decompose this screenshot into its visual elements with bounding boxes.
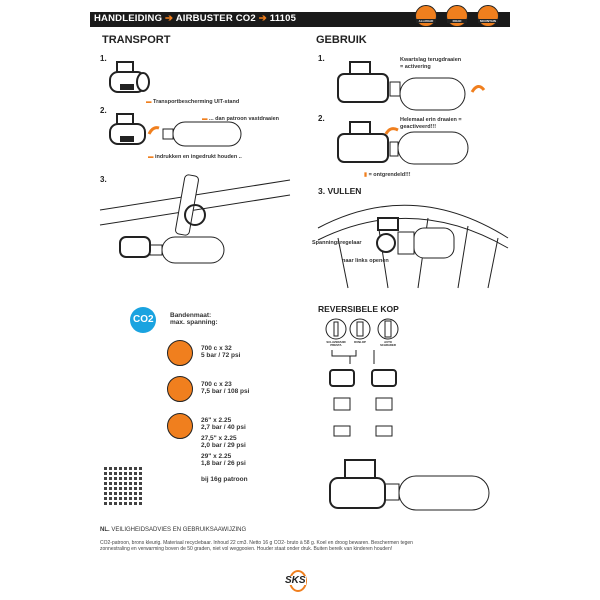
road-icon <box>167 376 193 402</box>
mountain-icon <box>167 413 193 439</box>
qr-code[interactable] <box>104 465 144 505</box>
cartridge-note: bij 16g patroon <box>201 476 248 483</box>
step-number: 1. <box>100 54 107 63</box>
note: ▬ ... dan patroon vastdraaien <box>202 116 280 122</box>
spec-heading: Bandenmaat:max. spanning: <box>170 312 218 326</box>
transport-title: TRANSPORT <box>102 34 171 46</box>
co2-logo-icon: CO2 <box>130 307 156 333</box>
badge-allroad-icon: ALLROAD <box>415 5 437 27</box>
reversible-head-illustration <box>329 350 490 511</box>
step-number: 2. <box>318 114 325 123</box>
badge-road-icon: ROAD <box>446 5 468 27</box>
note: naar links openen <box>342 258 389 264</box>
note: Kwartslag terugdraaien= activering <box>400 57 462 70</box>
wheel-fill-illustration <box>317 204 509 289</box>
step-number: 1. <box>318 54 325 63</box>
safety-title: NL. VEILIGHEIDSADVIES EN GEBRUIKSAAWIJZI… <box>100 527 247 533</box>
frame-mount-illustration <box>99 174 291 264</box>
header-title: HANDLEIDING ➔ AIRBUSTER CO2 ➔ 11105 <box>94 13 297 24</box>
header-bar <box>90 12 510 27</box>
gebruik-title: GEBRUIK <box>316 34 367 46</box>
step-number: 3. <box>100 175 107 184</box>
reversible-title: REVERSIBELE KOP <box>318 304 399 314</box>
pump-head-illustration <box>109 61 150 93</box>
note: Spanningsregelaar <box>312 240 362 246</box>
activation-illustration <box>337 61 486 111</box>
activated-illustration <box>337 121 469 165</box>
safety-text: CO2-patroon, brons kleurig. Materiaal re… <box>100 540 413 552</box>
note: ▬ indrukken en ingedrukt houden .. <box>148 154 242 160</box>
badge-mountain-icon: MOUNTAIN <box>477 5 499 27</box>
valve-label: AUTO SCHRADER <box>380 340 396 347</box>
vullen-title: 3. VULLEN <box>318 186 362 196</box>
valve-icons <box>325 318 399 340</box>
pump-cartridge-illustration <box>109 113 242 147</box>
note: ▬ Transportbescherming UIT-stand <box>146 99 240 105</box>
note: Helemaal erin draaien =geactiveerd!!! <box>400 117 462 130</box>
note: ▮ = ontgrendeld!!! <box>364 172 411 178</box>
allroad-icon <box>167 340 193 366</box>
valve-label: SCLAVERAND PRESTA <box>326 340 346 347</box>
step-number: 2. <box>100 106 107 115</box>
sks-logo: SKS <box>283 570 313 596</box>
valve-label: DUNLOP <box>354 340 366 344</box>
